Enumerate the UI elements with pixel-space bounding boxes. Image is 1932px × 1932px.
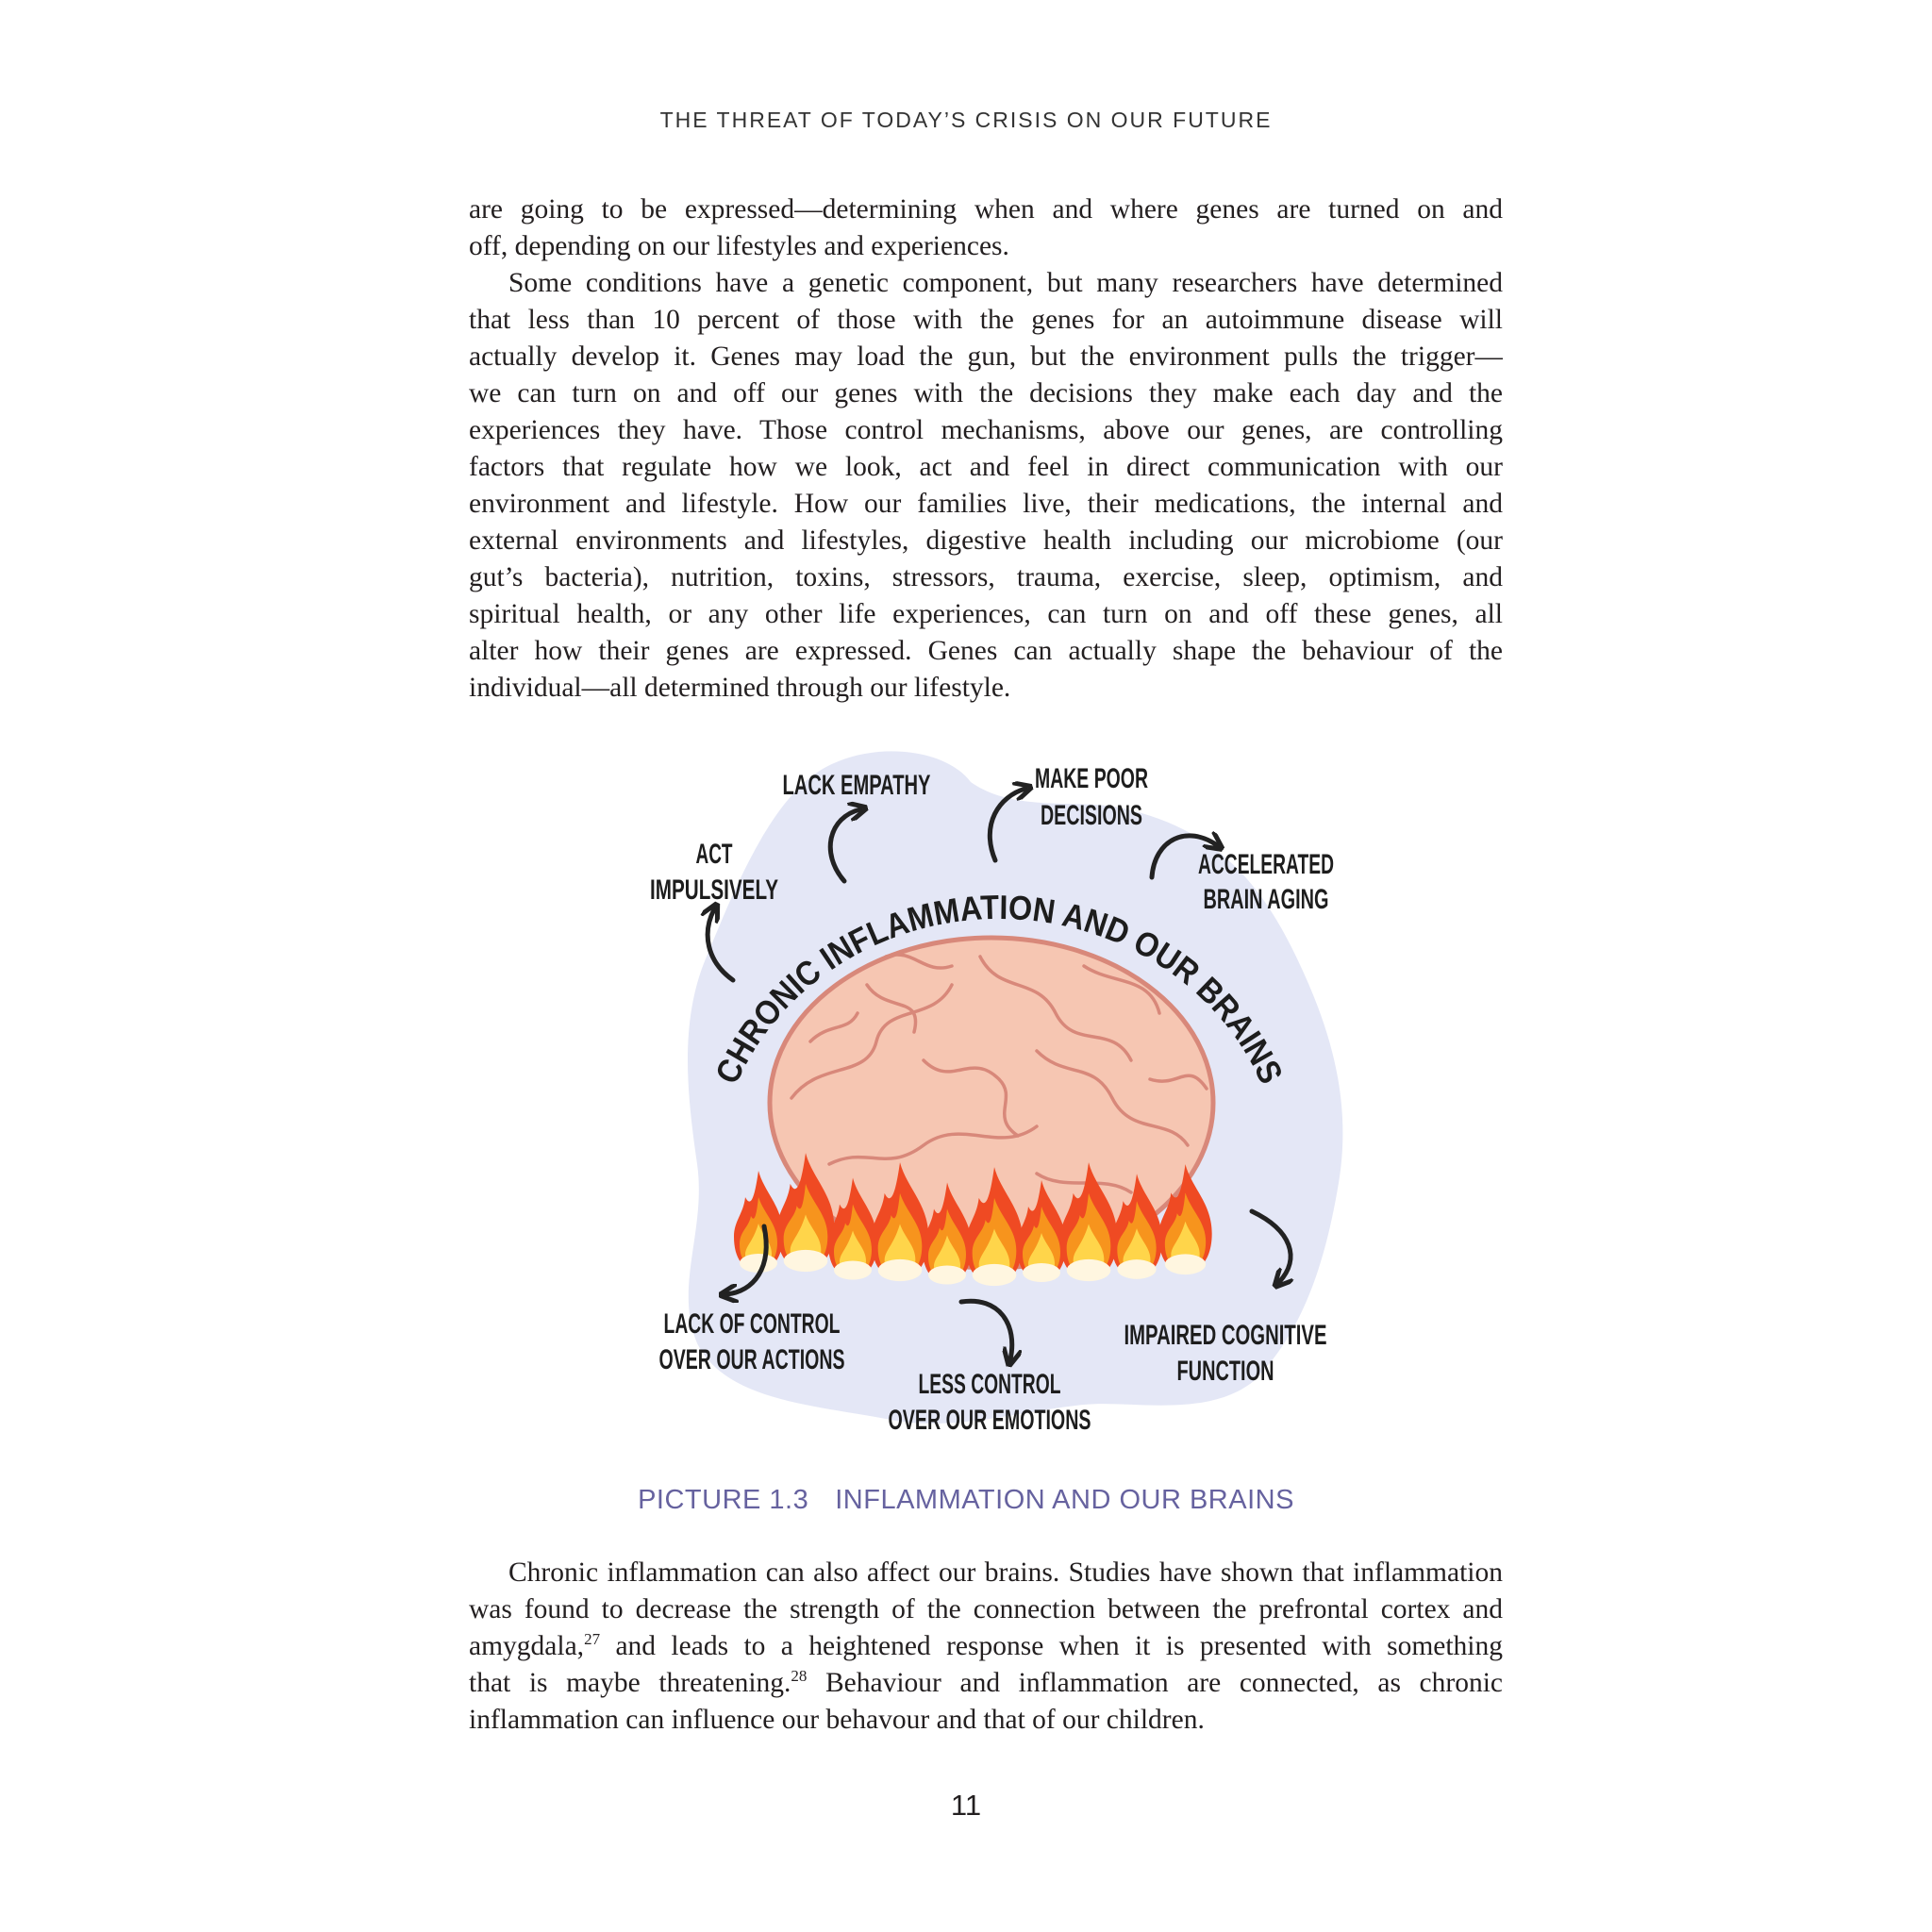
text-run: experiences they have. Those control mec…: [469, 415, 1503, 445]
arrow-accelerated-aging: [1149, 836, 1217, 880]
footnote-ref[interactable]: 28: [791, 1667, 808, 1686]
text-line: are going to be expressed—determining wh…: [469, 192, 1503, 228]
text-line: Some conditions have a genetic component…: [469, 265, 1503, 302]
text-line: environment and lifestyle. How our famil…: [469, 486, 1503, 523]
label-lack-empathy: LACK EMPATHY: [783, 770, 931, 801]
arrow-lack-of-control: [726, 1224, 769, 1294]
text-run: external environments and lifestyles, di…: [469, 525, 1503, 556]
text-line: factors that regulate how we look, act a…: [469, 449, 1503, 486]
arrow-make-poor-decisions: [987, 789, 1025, 863]
text-line: off, depending on our lifestyles and exp…: [469, 228, 1503, 265]
footnote-ref[interactable]: 27: [584, 1630, 601, 1649]
text-line: gut’s bacteria), nutrition, toxins, stre…: [469, 559, 1503, 596]
text-line: experiences they have. Those control mec…: [469, 412, 1503, 449]
text-run: factors that regulate how we look, act a…: [469, 452, 1503, 482]
arrow-lack-empathy: [827, 809, 860, 884]
text-run: Some conditions have a genetic component…: [508, 268, 1503, 298]
label-impaired-cognitive-1: IMPAIRED COGNITIVE: [1124, 1320, 1327, 1351]
label-impaired-cognitive-2: FUNCTION: [1177, 1356, 1274, 1387]
running-header: THE THREAT OF TODAY’S CRISIS ON OUR FUTU…: [659, 108, 1273, 132]
text-line: Chronic inflammation can also affect our…: [469, 1555, 1503, 1591]
text-run: and leads to a heightened response when …: [600, 1631, 1503, 1661]
text-run: alter how their genes are expressed. Gen…: [469, 636, 1503, 666]
text-line: inflammation can influence our behavour …: [469, 1702, 1503, 1739]
label-less-control-2: OVER OUR EMOTIONS: [889, 1405, 1091, 1435]
body-text-bottom: Chronic inflammation can also affect our…: [469, 1555, 1503, 1739]
text-run: actually develop it. Genes may load the …: [469, 341, 1503, 372]
text-run: gut’s bacteria), nutrition, toxins, stre…: [469, 562, 1503, 592]
label-accelerated-1: ACCELERATED: [1198, 849, 1334, 880]
arrow-impaired-cognitive: [1249, 1208, 1291, 1282]
label-accelerated-2: BRAIN AGING: [1204, 884, 1329, 915]
text-run: environment and lifestyle. How our famil…: [469, 489, 1503, 519]
label-act-impulsively-1: ACT: [696, 839, 733, 870]
labels: LACK EMPATHY MAKE POOR DECISIONS ACT IMP…: [650, 763, 1334, 1435]
text-run: inflammation can influence our behavour …: [469, 1705, 1205, 1735]
label-act-impulsively-2: IMPULSIVELY: [650, 874, 778, 906]
inflammation-brain-illustration: CHRONIC INFLAMMATION AND OUR BRAINS LACK…: [650, 751, 1343, 1435]
label-less-control-1: LESS CONTROL: [919, 1369, 1061, 1400]
arrow-act-impulsively: [708, 909, 736, 983]
text-run: amygdala,: [469, 1631, 585, 1661]
text-line: was found to decrease the strength of th…: [469, 1591, 1503, 1628]
label-lack-of-control-1: LACK OF CONTROL: [664, 1308, 841, 1340]
text-line: actually develop it. Genes may load the …: [469, 339, 1503, 375]
text-run: was found to decrease the strength of th…: [469, 1594, 1503, 1624]
caption-title: INFLAMMATION AND OUR BRAINS: [835, 1485, 1294, 1515]
text-run: we can turn on and off our genes with th…: [469, 378, 1503, 408]
figure-caption: PICTURE 1.3 INFLAMMATION AND OUR BRAINS: [0, 1485, 1932, 1516]
text-run: spiritual health, or any other life expe…: [469, 599, 1503, 629]
text-run: that less than 10 percent of those with …: [469, 305, 1503, 335]
text-run: individual—all determined through our li…: [469, 673, 1011, 703]
text-run: are going to be expressed—determining wh…: [469, 194, 1503, 225]
page-number: 11: [950, 1789, 982, 1822]
text-run: off, depending on our lifestyles and exp…: [469, 231, 1009, 261]
text-run: that is maybe threatening.: [469, 1668, 791, 1698]
arrow-less-control: [958, 1298, 1012, 1359]
text-line: we can turn on and off our genes with th…: [469, 375, 1503, 412]
text-line: that is maybe threatening.28 Behaviour a…: [469, 1665, 1503, 1702]
text-line: spiritual health, or any other life expe…: [469, 596, 1503, 633]
label-make-poor-decisions-1: MAKE POOR: [1035, 763, 1148, 794]
text-run: Chronic inflammation can also affect our…: [508, 1557, 1503, 1588]
text-line: alter how their genes are expressed. Gen…: [469, 633, 1503, 670]
body-text-top: are going to be expressed—determining wh…: [469, 192, 1503, 707]
text-line: that less than 10 percent of those with …: [469, 302, 1503, 339]
caption-number: PICTURE 1.3: [638, 1485, 809, 1515]
label-make-poor-decisions-2: DECISIONS: [1041, 800, 1142, 831]
text-line: amygdala,27 and leads to a heightened re…: [469, 1628, 1503, 1665]
text-line: individual—all determined through our li…: [469, 670, 1503, 707]
text-line: external environments and lifestyles, di…: [469, 523, 1503, 559]
text-run: Behaviour and inflammation are connected…: [807, 1668, 1503, 1698]
label-lack-of-control-2: OVER OUR ACTIONS: [659, 1344, 845, 1375]
